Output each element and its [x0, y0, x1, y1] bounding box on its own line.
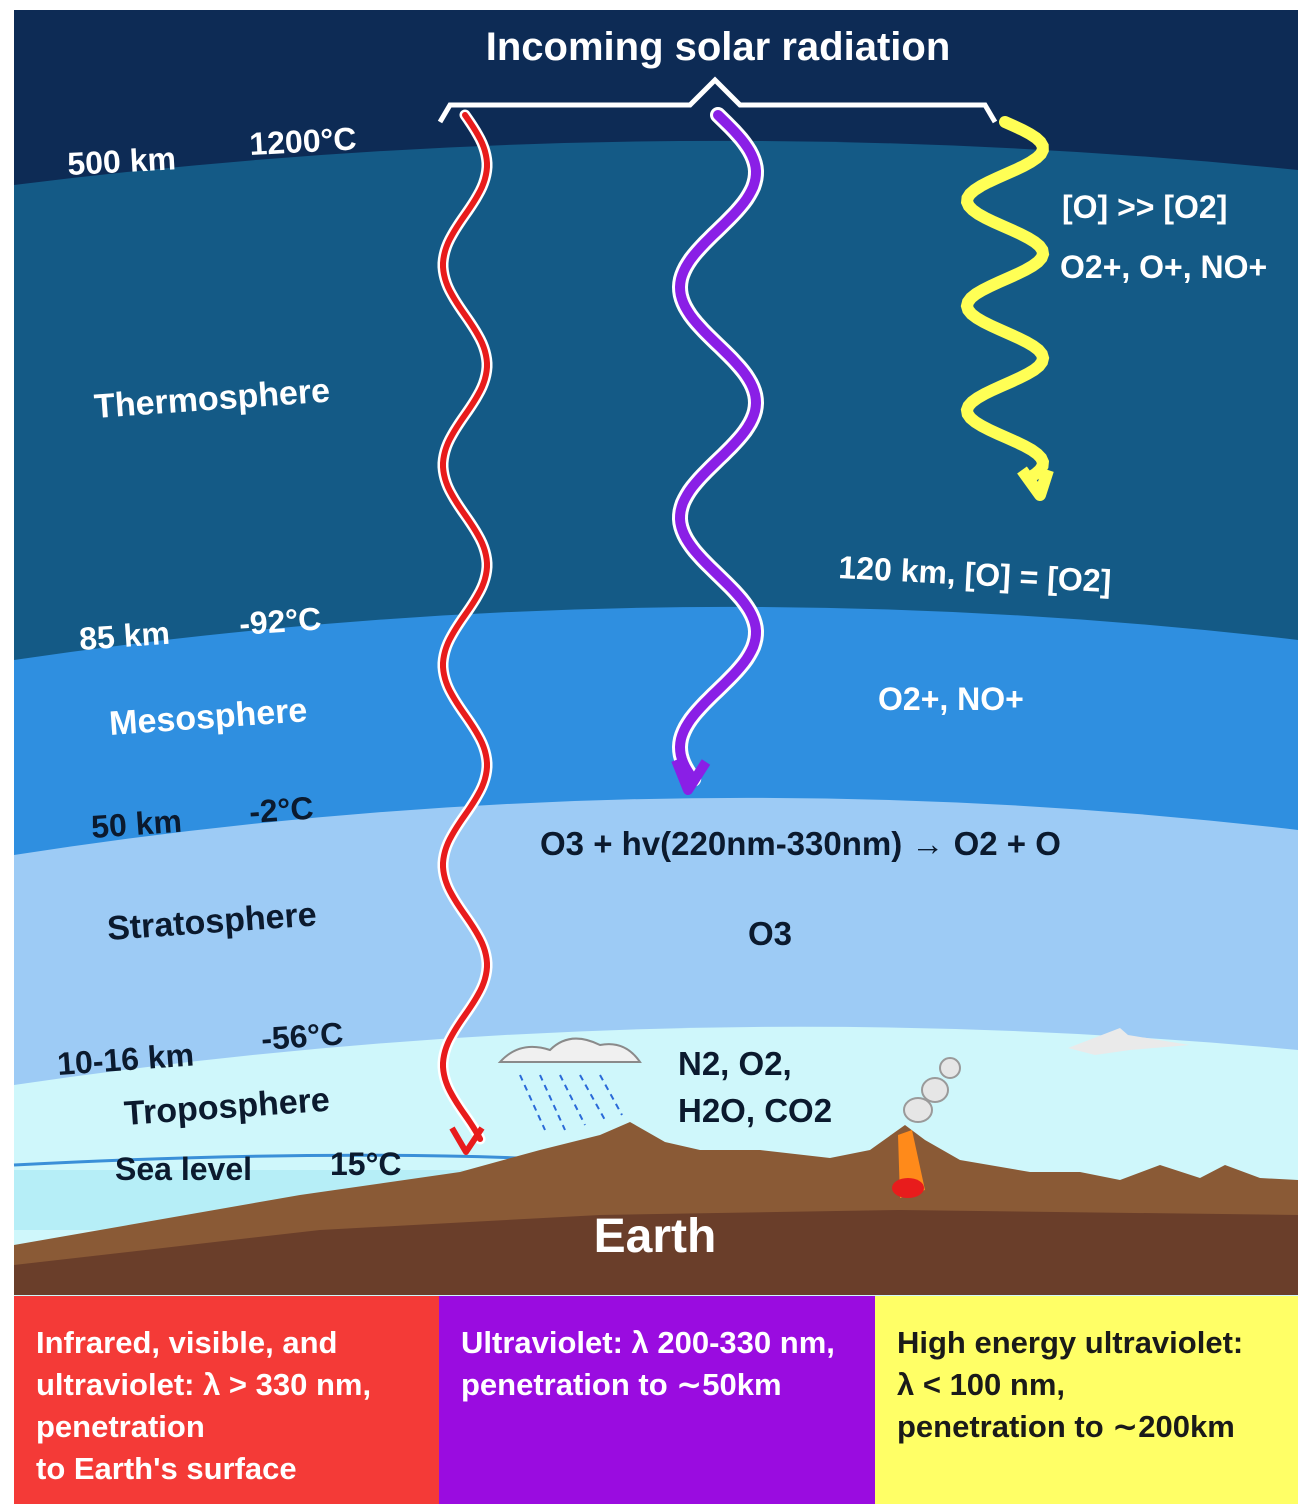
red-ray-arrowhead — [449, 1126, 485, 1155]
legend-high-energy-uv: High energy ultraviolet: λ < 100 nm, pen… — [875, 1296, 1298, 1504]
yellow-ray-high-energy-uv — [960, 116, 1050, 484]
meso-top-temperature: -92°C — [238, 600, 322, 642]
meso-top-altitude: 85 km — [78, 615, 171, 657]
sea-level-label: Sea level — [115, 1151, 252, 1187]
thermo-top-temperature: 1200°C — [248, 120, 357, 162]
title: Incoming solar radiation — [486, 25, 951, 69]
purple-ray-arrowhead — [671, 758, 711, 795]
red-ray-core — [440, 112, 490, 1142]
strato-top-altitude: 50 km — [90, 803, 183, 845]
earth-label: Earth — [594, 1210, 717, 1263]
yellow-ray-arrowhead — [1017, 466, 1054, 501]
sea-level-temperature: 15°C — [330, 1146, 402, 1182]
thermo-ions: O2+, O+, NO+ — [1060, 249, 1267, 285]
rain-cloud — [497, 1037, 642, 1131]
ozone-reaction: O3 + hv(220nm-330nm) → O2 + O — [540, 825, 1061, 862]
sea-line — [13, 1153, 521, 1167]
thermo-top-altitude: 500 km — [66, 140, 176, 182]
tropo-gases-line1: N2, O2, — [678, 1045, 792, 1082]
strato-top-temperature: -2°C — [248, 790, 315, 830]
legend-infrared-visible: Infrared, visible, and ultraviolet: λ > … — [14, 1296, 439, 1504]
meso-ions: O2+, NO+ — [878, 681, 1024, 717]
ozone-label: O3 — [748, 915, 792, 952]
radiation-bracket — [437, 76, 998, 124]
volcano-crater — [892, 1178, 924, 1198]
tropo-gases-line2: H2O, CO2 — [678, 1092, 832, 1129]
legend-ultraviolet: Ultraviolet: λ 200-330 nm, penetration t… — [439, 1296, 875, 1504]
thermo-oxygen-ratio: [O] >> [O2] — [1062, 189, 1227, 225]
airplane-icon — [1068, 1028, 1190, 1055]
volcano-smoke — [903, 1057, 961, 1123]
tropo-top-temperature: -56°C — [260, 1015, 344, 1057]
purple-ray-core — [674, 110, 762, 784]
earth-soil — [14, 1210, 1298, 1295]
